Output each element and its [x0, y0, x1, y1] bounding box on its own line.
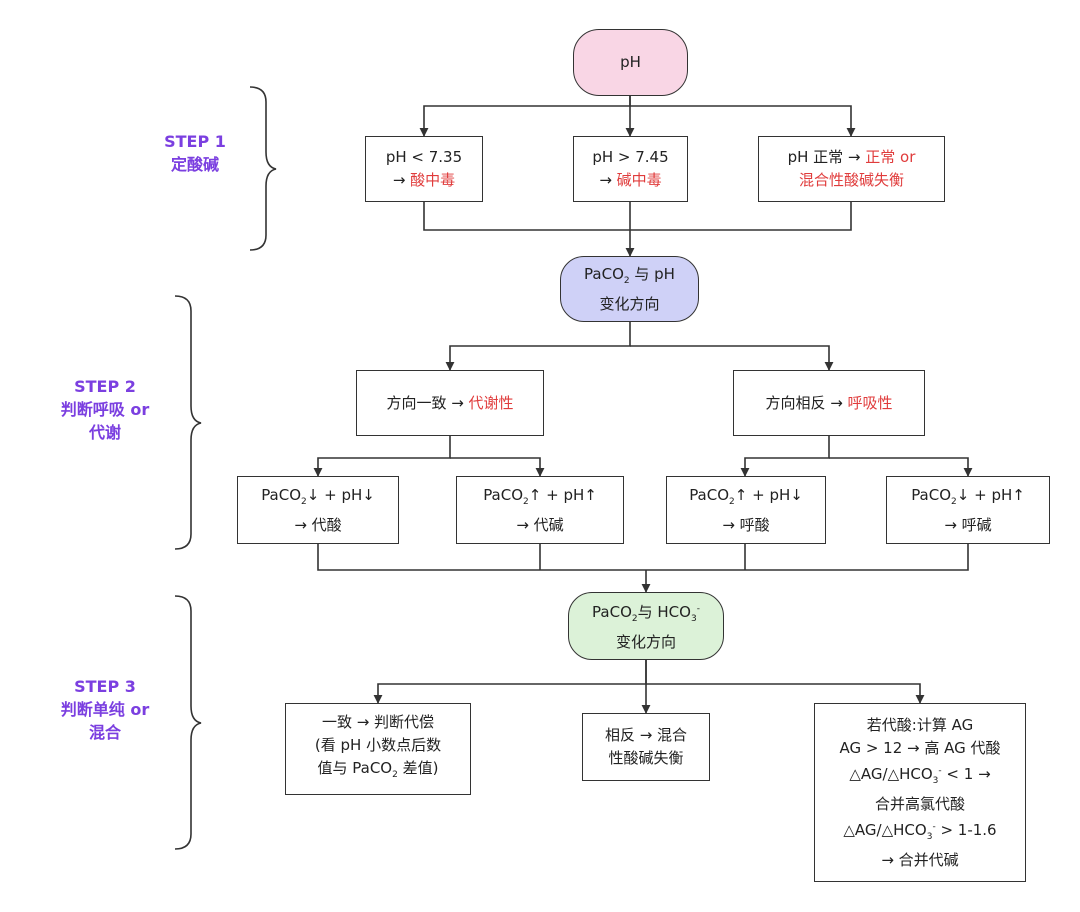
step3-line1: STEP 3 [74, 677, 136, 696]
node-consistent-line2: (看 pH 小数点后数 [314, 736, 442, 754]
node-if-acidosis: 若代酸:计算 AG AG > 12 → 高 AG 代酸 △AG/△HCO3- <… [814, 703, 1026, 882]
alkalosis-text: 碱中毒 [616, 171, 662, 189]
node-met-acid-line2: → 代酸 [294, 515, 342, 534]
edge-paco2-to-same [445, 322, 631, 371]
node-resp-acid-line2: → 呼酸 [722, 515, 770, 534]
node-paco2-ph-line2: 变化方向 [599, 294, 660, 313]
step3-line3: 混合 [88, 723, 121, 742]
node-if-acid-line6: → 合并代碱 [881, 850, 959, 869]
node-ph-low: pH < 7.35 → 酸中毒 [365, 136, 483, 202]
edge-row4-merge [317, 544, 969, 571]
step1-brace [249, 86, 277, 251]
node-if-acid-line1: 若代酸:计算 AG [866, 715, 974, 734]
node-ph-start-text: pH [620, 53, 641, 71]
step3-brace [174, 595, 202, 850]
step2-line1: STEP 2 [74, 377, 136, 396]
step1-line1: STEP 1 [164, 132, 226, 151]
node-opposite-direction: 方向相反 → 呼吸性 [733, 370, 925, 436]
node-paco2-hco3-line1: PaCO2与 HCO3- [592, 603, 700, 624]
node-if-acid-line2: AG > 12 → 高 AG 代酸 [839, 738, 1001, 757]
node-metabolic-alkalosis: PaCO2↑ + pH↑ → 代碱 [456, 476, 624, 544]
edge-opp-to-respalk [829, 457, 973, 477]
node-resp-alk-line2: → 呼碱 [944, 515, 992, 534]
edge-opp-to-respacid [740, 436, 830, 477]
node-ph-high-line1: pH > 7.45 [592, 148, 669, 166]
node-opposite-direction-text: 方向相反 → 呼吸性 [765, 393, 893, 412]
node-same-direction-text: 方向一致 → 代谢性 [386, 393, 514, 412]
node-paco2-ph: PaCO2 与 pH 变化方向 [560, 256, 699, 322]
node-met-alk-line2: → 代碱 [516, 515, 564, 534]
edge-ph-to-normal [630, 105, 856, 137]
metabolic-text: 代谢性 [468, 393, 514, 412]
node-ph-high-line2: → 碱中毒 [599, 171, 662, 189]
node-respiratory-alkalosis: PaCO2↓ + pH↑ → 呼碱 [886, 476, 1050, 544]
node-met-alk-line1: PaCO2↑ + pH↑ [483, 485, 597, 507]
node-consistent-line3: 值与 PaCO2 差值) [317, 759, 439, 780]
node-opposite-line1: 相反 → 混合 [604, 726, 688, 744]
node-ph-normal: pH 正常 → 正常 or 混合性酸碱失衡 [758, 136, 945, 202]
node-met-acid-line1: PaCO2↓ + pH↓ [261, 485, 375, 507]
node-consistent-line1: 一致 → 判断代偿 [321, 713, 435, 731]
step1-line2: 定酸碱 [170, 155, 219, 174]
step2-line2: 判断呼吸 or [60, 400, 150, 419]
node-ph-normal-line1: pH 正常 → 正常 or [787, 148, 916, 166]
edge-hco3-to-ifacid [646, 683, 925, 704]
node-if-acid-line3: △AG/△HCO3- < 1 → [849, 764, 991, 786]
node-opposite: 相反 → 混合 性酸碱失衡 [582, 713, 710, 781]
node-ph-start: pH [573, 29, 688, 96]
node-if-acid-line4: 合并高氯代酸 [874, 794, 965, 813]
node-paco2-hco3: PaCO2与 HCO3- 变化方向 [568, 592, 724, 660]
respiratory-text: 呼吸性 [847, 393, 893, 412]
step1-label: STEP 1 定酸碱 [145, 130, 245, 176]
node-paco2-hco3-line2: 变化方向 [615, 633, 676, 651]
step2-line3: 代谢 [88, 423, 121, 442]
acidosis-text: 酸中毒 [410, 171, 456, 189]
step3-line2: 判断单纯 or [60, 700, 150, 719]
edge-ph-to-low [419, 95, 631, 137]
node-ph-low-line2: → 酸中毒 [392, 171, 456, 189]
normal-or-text: 正常 or [865, 148, 916, 166]
node-ph-low-line1: pH < 7.35 [385, 148, 463, 166]
step3-label: STEP 3 判断单纯 or 混合 [40, 675, 170, 744]
node-same-direction: 方向一致 → 代谢性 [356, 370, 544, 436]
step2-brace [174, 295, 202, 550]
edge-paco2-to-opp [630, 345, 834, 371]
node-consistent: 一致 → 判断代偿 (看 pH 小数点后数 值与 PaCO2 差值) [285, 703, 471, 795]
step2-label: STEP 2 判断呼吸 or 代谢 [40, 375, 170, 444]
node-if-acid-line5: △AG/△HCO3- > 1-1.6 [843, 820, 997, 842]
edge-hco3-to-consistent [373, 660, 647, 704]
node-ph-high: pH > 7.45 → 碱中毒 [573, 136, 688, 202]
edge-same-to-metalk [450, 457, 545, 477]
node-respiratory-acidosis: PaCO2↑ + pH↓ → 呼酸 [666, 476, 826, 544]
node-resp-alk-line1: PaCO2↓ + pH↑ [911, 485, 1025, 507]
node-paco2-ph-line1: PaCO2 与 pH [584, 264, 675, 286]
edge-same-to-metacid [313, 436, 451, 477]
edge-low-merge [423, 202, 852, 231]
mixed-disorder-text: 混合性酸碱失衡 [798, 171, 904, 189]
node-resp-acid-line1: PaCO2↑ + pH↓ [689, 485, 803, 507]
node-opposite-line2: 性酸碱失衡 [608, 749, 684, 767]
node-metabolic-acidosis: PaCO2↓ + pH↓ → 代酸 [237, 476, 399, 544]
